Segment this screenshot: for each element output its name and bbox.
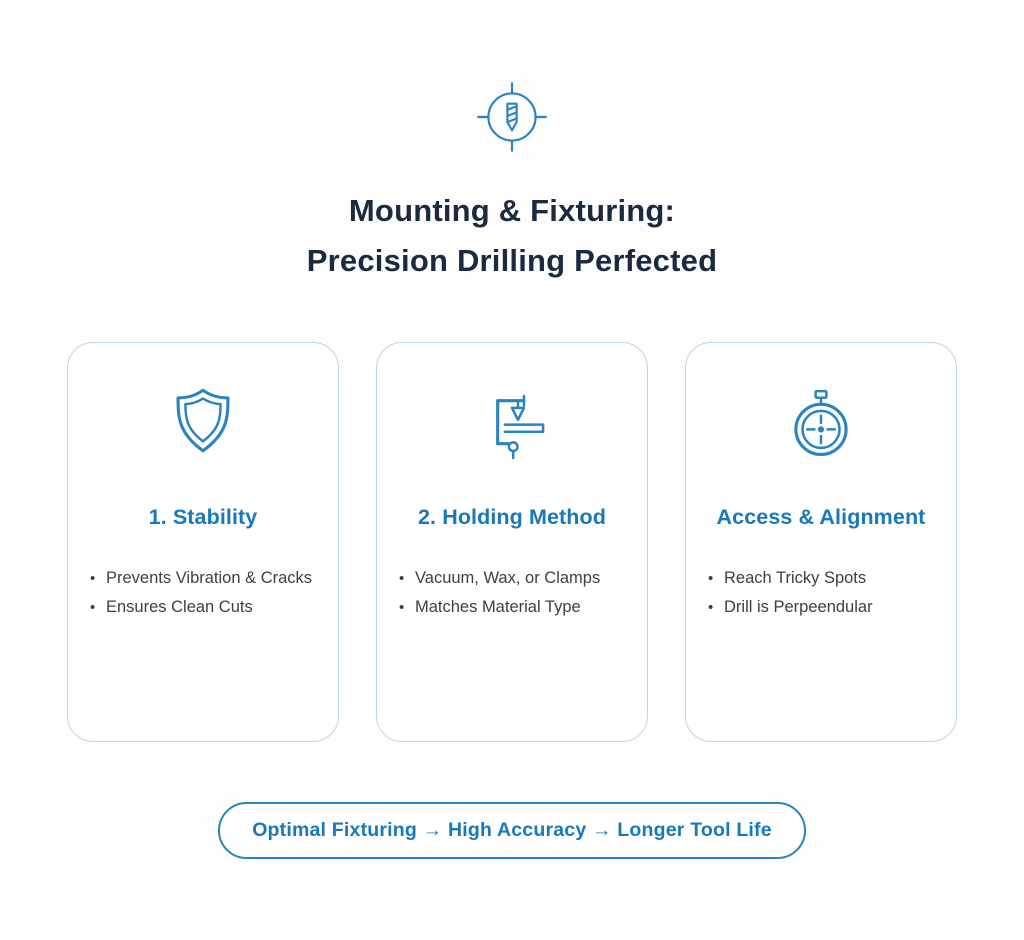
bullet-marker: • (399, 599, 405, 616)
page-title-line1: Mounting & Fixturing: (348, 193, 676, 228)
card-title: Access & Alignment (716, 505, 926, 529)
bullet-text: Drill is Perpeendular (724, 598, 873, 616)
page-title-line2: Precision Drilling Perfected (306, 243, 718, 278)
bullet-text: Prevents Vibration & Cracks (106, 569, 313, 587)
bullet-item: • Reach Tricky Spots (708, 564, 934, 593)
bullet-item: • Vacuum, Wax, or Clamps (399, 564, 625, 593)
card-title: 2. Holding Method (417, 505, 606, 529)
bullet-marker: • (708, 599, 714, 616)
card-bullet-list: • Reach Tricky Spots • Drill is Perpeend… (704, 564, 938, 622)
stopwatch-icon (794, 389, 848, 457)
bullet-item: • Drill is Perpeendular (708, 593, 934, 622)
bullet-item: • Prevents Vibration & Cracks (90, 564, 316, 593)
drill-crosshair-icon (477, 82, 547, 152)
card-stability: 1. Stability • Prevents Vibration & Crac… (67, 342, 339, 742)
bullet-marker: • (90, 570, 96, 587)
page-title: Mounting & Fixturing: Precision Drilling… (0, 186, 1024, 286)
header-icon-container (0, 76, 1024, 158)
card-icon-container (395, 381, 629, 473)
bullet-text: Reach Tricky Spots (724, 569, 867, 587)
bullet-text: Vacuum, Wax, or Clamps (415, 569, 601, 587)
summary-badge: Optimal Fixturing → High Accuracy → Long… (218, 802, 806, 859)
footer-container: Optimal Fixturing → High Accuracy → Long… (0, 802, 1024, 859)
bullet-text: Ensures Clean Cuts (106, 598, 253, 616)
clamp-icon (496, 394, 545, 460)
bullet-marker: • (399, 570, 405, 587)
bullet-marker: • (708, 570, 714, 587)
card-title: 1. Stability (148, 505, 258, 529)
card-icon-container (86, 381, 320, 473)
bullet-item: • Ensures Clean Cuts (90, 593, 316, 622)
card-bullet-list: • Vacuum, Wax, or Clamps • Matches Mater… (395, 564, 629, 622)
bullet-item: • Matches Material Type (399, 593, 625, 622)
shield-icon (176, 388, 230, 453)
card-bullet-list: • Prevents Vibration & Cracks • Ensures … (86, 564, 320, 622)
bullet-marker: • (90, 599, 96, 616)
card-icon-container (704, 381, 938, 473)
card-access-alignment: Access & Alignment • Reach Tricky Spots … (685, 342, 957, 742)
cards-row: 1. Stability • Prevents Vibration & Crac… (0, 342, 1024, 742)
card-holding-method: 2. Holding Method • Vacuum, Wax, or Clam… (376, 342, 648, 742)
bullet-text: Matches Material Type (415, 598, 581, 616)
